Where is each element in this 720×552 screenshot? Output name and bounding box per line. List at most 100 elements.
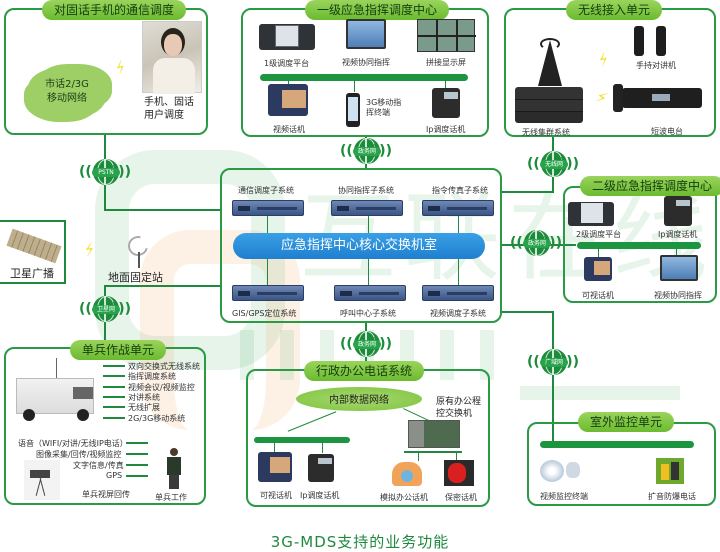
- secure-phone-icon: [444, 460, 474, 486]
- level2-device-label-1: Ip调度话机: [658, 230, 698, 239]
- vehicle-antenna: [56, 358, 57, 378]
- feature-line-0: [103, 365, 125, 367]
- network-tag: 政务网: [353, 340, 381, 349]
- diagram-caption: 3G-MDS支持的业务功能: [270, 533, 450, 551]
- level1-device-label-3: 视频话机: [273, 125, 305, 134]
- level1-drop-1: [354, 80, 355, 92]
- core-switch-room: 应急指挥中心核心交换机室: [233, 233, 485, 259]
- panel-title-level1: 一级应急指挥调度中心: [305, 0, 450, 20]
- soldier-line-3: [126, 475, 148, 477]
- level2-device-label-3: 视频协同指挥: [654, 291, 702, 300]
- feature-line-1: [103, 375, 125, 377]
- level1-device-label-2: 拼接显示屏: [426, 58, 466, 67]
- admin-device-label-1: Ip调度话机: [300, 491, 340, 500]
- portable-radio-icon: [613, 84, 623, 112]
- network-wireless: (((无线网))): [527, 150, 579, 180]
- ground-station-label: 地面固定站: [108, 271, 163, 284]
- panel-title-wireless: 无线接入单元: [566, 0, 663, 20]
- vehicle-feature-5: 2G/3G移动系统: [128, 414, 186, 423]
- level2-device-label-2: 可视话机: [582, 291, 614, 300]
- video-wall-icon: [417, 19, 476, 52]
- level1-bus: [260, 74, 468, 81]
- feature-line-4: [103, 406, 125, 408]
- soldier-line-1: [126, 453, 148, 455]
- network-wan: (((广域网))): [527, 348, 579, 378]
- admin-device-label-0: 可视话机: [260, 491, 292, 500]
- phone-user-label-line1: 手机、固话: [144, 97, 194, 108]
- network-tag: 广域网: [540, 358, 568, 367]
- satellite-broadcast-label: 卫星广播: [10, 267, 54, 280]
- cloud-label-line2: 移动网络: [47, 93, 87, 104]
- analog-phone-icon: [392, 462, 422, 486]
- network-tag: 卫星网: [92, 305, 120, 314]
- line-wireless-h: [502, 191, 554, 193]
- line-wan: [552, 311, 554, 441]
- feature-line-5: [103, 417, 125, 419]
- panel-core-room: [220, 168, 502, 323]
- core-subsystem-label-0: 通信调度子系统: [238, 186, 294, 195]
- command-vehicle-icon: [16, 378, 94, 421]
- cloud-label-line1: 市话2/3G: [45, 79, 89, 90]
- admin-bus-left: [254, 437, 350, 443]
- panel-title-soldier: 单兵作战单元: [70, 340, 167, 360]
- network-gov-top: (((政务网))): [340, 137, 392, 167]
- handheld-radio-icon-2: [656, 26, 666, 56]
- soldier-feature-3: GPS: [106, 471, 123, 480]
- satellite-bolt-icon: ⚡: [81, 238, 99, 261]
- admin-drop-1: [322, 443, 323, 453]
- shortwave-radio-icon: [622, 88, 702, 108]
- phone-user-label: 手机、固话 用户调度: [144, 96, 194, 122]
- vehicle-feature-4: 无线扩展: [128, 403, 160, 412]
- mobile-network-cloud: [28, 68, 106, 118]
- line-sat-h: [104, 285, 220, 287]
- surveillance-camera-icon-2: [566, 462, 580, 478]
- soldier-feature-1: 图像采集/回传/视频监控: [36, 450, 122, 459]
- network-tag: 无线网: [540, 160, 568, 169]
- level1-device-label-1: 视频协同指挥: [342, 58, 390, 67]
- admin-ip-phone-icon: [308, 454, 334, 482]
- watermark-bar: [520, 386, 680, 400]
- outdoor-bus: [540, 441, 694, 448]
- video-monitor-icon: [346, 19, 386, 49]
- explosion-proof-phone-icon: [656, 458, 684, 484]
- dish-stand: [138, 252, 140, 268]
- soldier-label: 单兵工作: [155, 493, 187, 502]
- feature-line-3: [103, 396, 125, 398]
- field-camera-icon: [24, 460, 60, 500]
- ip-phone-icon: [432, 88, 460, 118]
- line-wan-h: [500, 311, 554, 313]
- level1-device-label-5: Ip调度话机: [426, 125, 466, 134]
- core-subsystem-label-5: 视频调度子系统: [430, 309, 486, 318]
- pbx-switch-icon: [408, 420, 460, 448]
- soldier-line-0: [126, 442, 148, 444]
- panel-title-level2: 二级应急指挥调度中心: [580, 176, 720, 196]
- trunking-system-icon: [515, 87, 583, 123]
- wireless-device-label-0: 手持对讲机: [636, 61, 676, 70]
- server-icon-0: [232, 200, 304, 216]
- panel-title-admin: 行政办公电话系统: [304, 361, 425, 381]
- outdoor-device-label-0: 视频监控终端: [540, 492, 588, 501]
- level2-video-monitor-icon: [660, 255, 698, 281]
- level1-device-label-4: 3G移动指 挥终端: [366, 98, 401, 118]
- internal-network-label: 内部数据网络: [329, 395, 389, 406]
- level2-drop-0: [598, 248, 599, 258]
- admin-drop-2: [418, 453, 419, 461]
- vehicle-feature-1: 指挥调度系统: [128, 372, 176, 381]
- admin-drop-0: [274, 443, 275, 453]
- network-satellite: (((卫星网))): [79, 295, 131, 325]
- core-subsystem-label-1: 协同指挥子系统: [338, 186, 394, 195]
- vehicle-feature-3: 对讲系统: [128, 393, 160, 402]
- outdoor-device-label-1: 扩音防爆电话: [648, 492, 696, 501]
- pbx-label-line1: 原有办公程: [436, 397, 482, 407]
- server-icon-5: [422, 285, 494, 301]
- admin-device-label-3: 保密话机: [445, 493, 477, 502]
- admin-video-phone-icon: [258, 452, 292, 482]
- network-tag: 政务网: [523, 239, 551, 248]
- handheld-radio-icon: [634, 26, 644, 56]
- network-gov-bottom: (((政务网))): [340, 330, 392, 360]
- admin-drop-3: [456, 453, 457, 461]
- admin-bus-right: [404, 451, 462, 453]
- mobile-terminal-label-line1: 3G移动指: [366, 98, 402, 107]
- admin-device-label-2: 模拟办公话机: [380, 493, 428, 502]
- wireless-device-label-2: 短波电台: [651, 127, 683, 136]
